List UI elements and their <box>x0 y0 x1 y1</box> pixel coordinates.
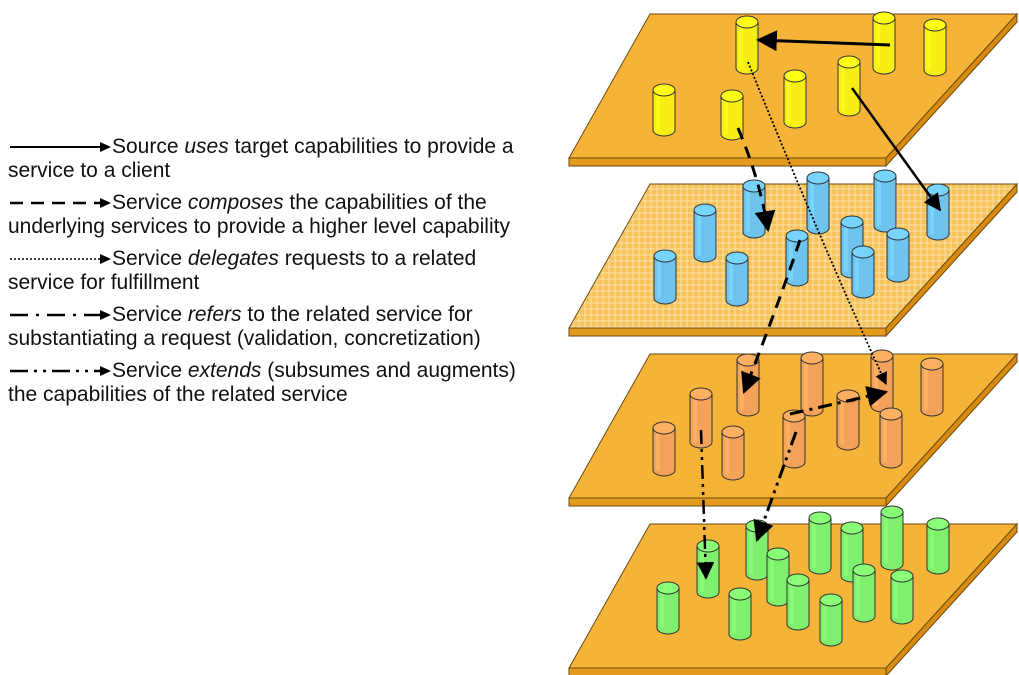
layer-front-edge <box>568 327 887 337</box>
legend-delegates: Service delegates requests to a related … <box>8 247 528 295</box>
layer-services <box>652 11 947 141</box>
service-cylinder-icon <box>886 227 910 283</box>
service-cylinder-icon <box>721 425 745 481</box>
service-cylinder-icon <box>745 519 769 581</box>
service-cylinder-icon <box>652 83 676 137</box>
legend-delegates-pre: Service <box>112 247 188 270</box>
service-cylinder-icon <box>693 203 717 263</box>
service-cylinder-icon <box>786 573 810 631</box>
service-cylinder-icon <box>923 18 947 77</box>
legend-delegates-post: requests to a related service for fulfil… <box>8 247 477 294</box>
composes-arrow <box>736 127 776 233</box>
service-cylinder-icon <box>806 171 830 235</box>
service-layers-diagram <box>568 11 1019 675</box>
extends-arrow <box>753 431 798 542</box>
service-cylinder-icon <box>920 357 944 417</box>
solid-arrow-icon <box>10 142 111 153</box>
service-cylinder-icon <box>653 249 677 305</box>
service-cylinder-icon <box>696 539 720 599</box>
legend-extends-pre: Service <box>112 359 188 382</box>
service-cylinder-icon <box>819 593 843 647</box>
service-cylinder-icon <box>735 15 759 75</box>
layer-application <box>568 11 1019 168</box>
service-cylinder-icon <box>851 245 875 299</box>
service-cylinder-icon <box>837 55 861 117</box>
uses-arrow <box>850 87 942 212</box>
legend-composes-verb: composes <box>187 191 284 214</box>
relationship-legend: Source uses target capabilities to provi… <box>8 135 528 415</box>
service-cylinder-icon <box>725 251 749 307</box>
legend-composes: Service composes the capabilities of the… <box>8 191 528 239</box>
legend-composes-post: the capabilities of the underlying servi… <box>8 191 510 238</box>
uses-arrow <box>755 30 891 52</box>
service-cylinder-icon <box>728 587 752 641</box>
legend-uses-post: target capabilities to provide a service… <box>8 135 514 182</box>
layer-side-edge <box>885 12 1018 168</box>
legend-refers-post: to the related service for substantiatin… <box>8 303 481 350</box>
layer-infrastructure <box>568 505 1019 675</box>
service-cylinder-icon <box>785 229 809 287</box>
layer-business <box>568 169 1019 338</box>
layer-services <box>656 505 950 647</box>
service-cylinder-icon <box>766 547 790 607</box>
layer-side-edge <box>885 182 1018 338</box>
legend-refers-verb: refers <box>187 303 242 326</box>
dashed-arrow-icon <box>10 198 111 209</box>
service-layers <box>568 11 1019 675</box>
legend-delegates-verb: delegates <box>187 247 279 270</box>
dash-dot-dot-arrow-icon <box>10 366 111 377</box>
legend-uses: Source uses target capabilities to provi… <box>8 135 528 183</box>
service-cylinder-icon <box>742 179 766 239</box>
service-cylinder-icon <box>689 387 713 449</box>
service-cylinder-icon <box>652 421 676 477</box>
dash-dot-arrow-icon <box>10 310 111 321</box>
delegates-arrow <box>747 61 888 386</box>
extends-arrow <box>696 429 715 580</box>
composes-arrow <box>741 239 802 394</box>
service-cylinder-icon <box>926 517 950 575</box>
service-cylinder-icon <box>879 407 903 469</box>
layer-side-edge <box>885 522 1018 675</box>
legend-refers-pre: Service <box>112 303 188 326</box>
service-cylinder-icon <box>890 569 914 625</box>
service-cylinder-icon <box>836 389 860 451</box>
service-cylinder-icon <box>656 581 680 635</box>
legend-extends-verb: extends <box>187 359 262 382</box>
layer-services <box>653 169 950 307</box>
legend-extends-post: (subsumes and augments) the capabilities… <box>8 359 516 406</box>
legend-uses-verb: uses <box>184 135 229 158</box>
layer-front-edge <box>568 157 887 167</box>
service-cylinder-icon <box>808 511 832 575</box>
service-cylinder-icon <box>926 183 950 241</box>
layer-component <box>568 349 1019 508</box>
layer-services <box>652 349 944 481</box>
service-cylinder-icon <box>880 505 904 571</box>
relationship-arrows <box>696 30 942 580</box>
legend-extends: Service extends (subsumes and augments) … <box>8 359 528 407</box>
legend-composes-pre: Service <box>112 191 188 214</box>
layer-front-edge <box>568 497 887 507</box>
refers-arrow <box>789 386 889 416</box>
legend-uses-pre: Source <box>112 135 185 158</box>
layer-front-edge <box>568 667 887 675</box>
layer-side-edge <box>885 352 1018 508</box>
legend-refers: Service refers to the related service fo… <box>8 303 528 351</box>
service-cylinder-icon <box>783 69 807 129</box>
service-cylinder-icon <box>873 169 897 233</box>
dotted-arrow-icon <box>10 254 111 265</box>
service-cylinder-icon <box>852 563 876 623</box>
service-cylinder-icon <box>870 349 894 413</box>
